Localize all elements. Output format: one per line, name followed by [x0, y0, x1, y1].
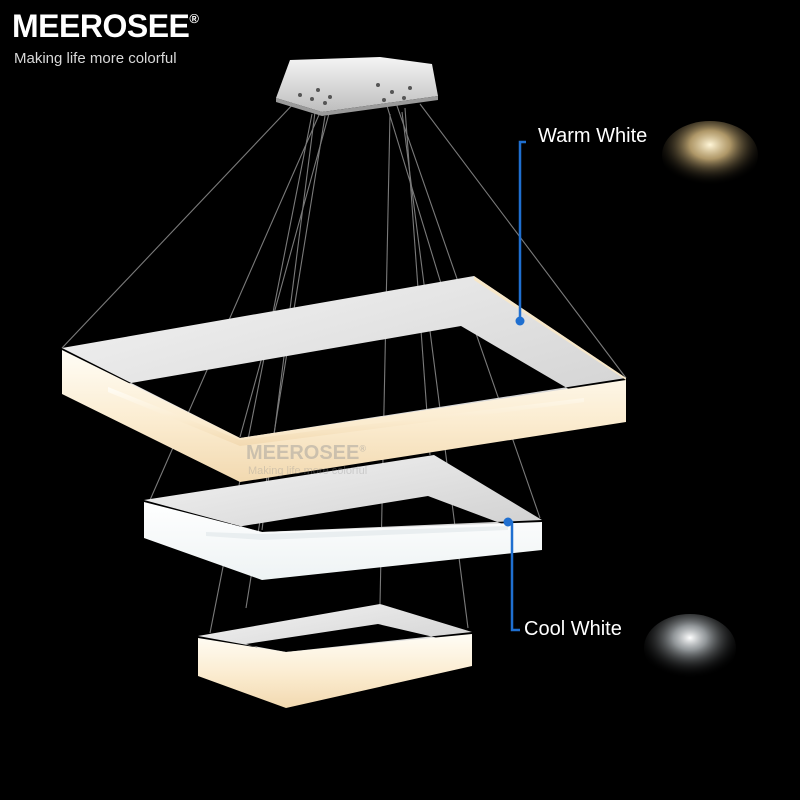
- warm-white-callout: [515, 121, 758, 326]
- small-ring: [198, 604, 472, 708]
- warm-light-swatch: [662, 121, 758, 189]
- brand-logo: MEEROSEE®: [12, 8, 199, 45]
- brand-name: MEEROSEE: [12, 8, 190, 44]
- watermark-tagline: Making life more colorful: [248, 465, 368, 477]
- ceiling-canopy: [276, 57, 438, 116]
- watermark-registered-mark: ®: [359, 443, 366, 454]
- middle-ring: [144, 455, 542, 580]
- watermark-brand: MEEROSEE: [246, 442, 360, 464]
- large-ring: [62, 276, 626, 482]
- cool-white-label: Cool White: [524, 618, 622, 640]
- warm-white-label: Warm White: [538, 125, 648, 147]
- cool-white-callout: [503, 517, 736, 682]
- cool-light-swatch: [644, 614, 736, 682]
- brand-tagline: Making life more colorful: [14, 50, 177, 67]
- watermark-name: MEEROSEE®: [246, 442, 366, 465]
- registered-mark: ®: [189, 11, 199, 27]
